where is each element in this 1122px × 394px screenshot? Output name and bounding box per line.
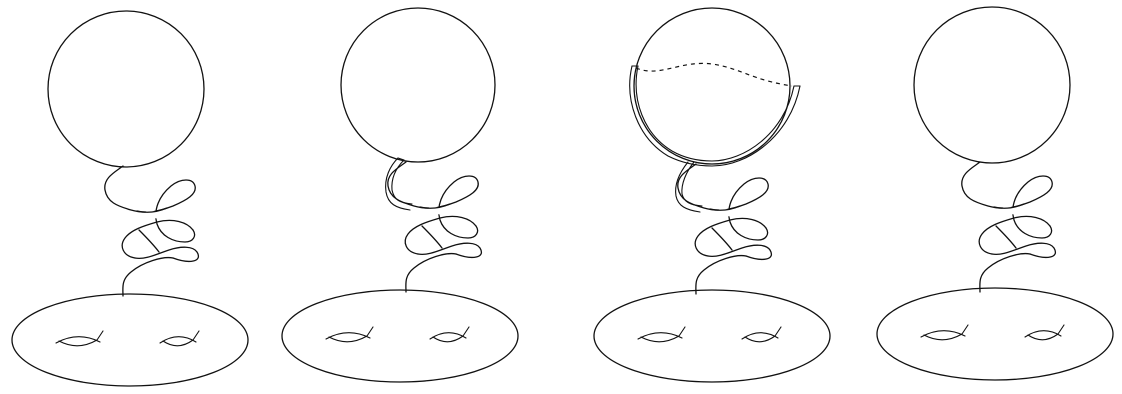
- sphere: [634, 8, 790, 164]
- panel-3: [594, 8, 830, 382]
- sphere: [341, 8, 495, 162]
- genus-two-surface: [282, 290, 518, 382]
- knotted-arc: [105, 166, 199, 296]
- genus-two-surface: [877, 288, 1113, 380]
- genus-two-surface: [594, 290, 830, 382]
- knotted-arc: [388, 162, 482, 292]
- panel-2: [282, 8, 518, 382]
- dashed-curve: [636, 63, 792, 86]
- panel-1: [12, 11, 248, 386]
- sphere: [914, 7, 1070, 163]
- knotted-arc: [962, 162, 1056, 292]
- panel-4: [877, 7, 1113, 380]
- knotted-arc: [678, 164, 772, 294]
- genus-two-surface: [12, 294, 248, 386]
- sphere: [48, 11, 204, 167]
- band: [386, 158, 412, 210]
